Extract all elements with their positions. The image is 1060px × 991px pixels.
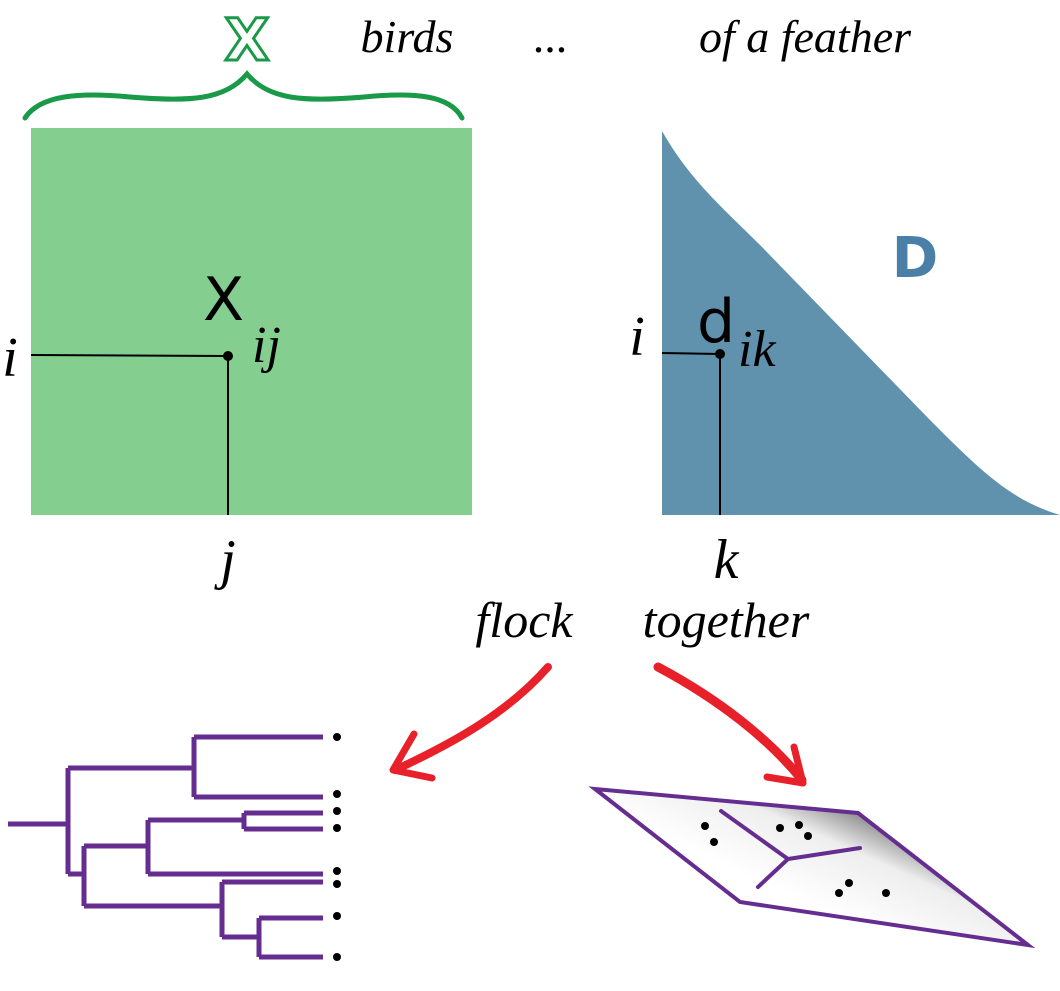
caption-word-birds: birds (361, 11, 454, 62)
element-d-symbol: d (697, 287, 735, 357)
dendrogram-leaf-point (333, 807, 341, 815)
plane-point (845, 879, 853, 887)
dendrogram-subclade-a (145, 810, 323, 877)
plane-point (882, 889, 890, 897)
plane-point (710, 838, 718, 846)
dendrogram-leaves (333, 733, 341, 961)
caption-ellipsis: ... (533, 11, 568, 62)
dendrogram-clade-top (68, 734, 323, 800)
row-label-i: i (2, 327, 18, 389)
arrow-to-embedding (653, 662, 807, 787)
matrix-x: X ij i j (2, 128, 472, 591)
caption-word-together: together (643, 592, 810, 648)
element-dik-point (715, 349, 725, 359)
col-label-j: j (214, 529, 236, 591)
dendrogram-clade-bottom (68, 843, 148, 906)
plane-point (835, 889, 843, 897)
matrix-x-body (31, 128, 472, 515)
plane-point (795, 821, 803, 829)
dendrogram (8, 734, 323, 960)
dendrogram-leaf-point (333, 790, 341, 798)
col-label-k: k (714, 529, 740, 591)
matrix-d-name: D (892, 226, 938, 291)
dendrogram-leaf-point (333, 953, 341, 961)
curly-brace (22, 70, 465, 121)
plane-point (776, 824, 784, 832)
row-i-guide-line-d (661, 352, 721, 355)
caption-word-flock: flock (475, 592, 573, 648)
plane-surface (588, 786, 1036, 949)
plane-point (804, 832, 812, 840)
x-matrix-symbol: X (225, 6, 270, 74)
matrix-d-body (662, 131, 1060, 515)
dendrogram-leaf-point (333, 880, 341, 888)
element-d-subscript: ik (738, 321, 776, 378)
element-x-symbol: X (203, 265, 244, 335)
caption-phrase-of-a-feather: of a feather (699, 11, 912, 62)
plane-partition-lines (719, 809, 862, 889)
dendrogram-leaf-point (333, 733, 341, 741)
arrow-to-dendrogram (389, 663, 552, 782)
dendrogram-leaf-point (333, 912, 341, 920)
dendrogram-subclade-b (84, 879, 323, 960)
row-label-i-d: i (629, 306, 645, 368)
row-i-guide-line (30, 354, 229, 357)
matrix-d: D d ik i k (629, 131, 1060, 591)
dendrogram-leaf-point (333, 867, 341, 875)
plane-points (701, 821, 890, 897)
embedding-plane (588, 786, 1036, 949)
dendrogram-leaf-point (333, 824, 341, 832)
element-x-subscript: ij (252, 317, 281, 374)
plane-point (701, 822, 709, 830)
x-matrix-title: X (223, 5, 271, 76)
element-xij-point (223, 351, 233, 361)
